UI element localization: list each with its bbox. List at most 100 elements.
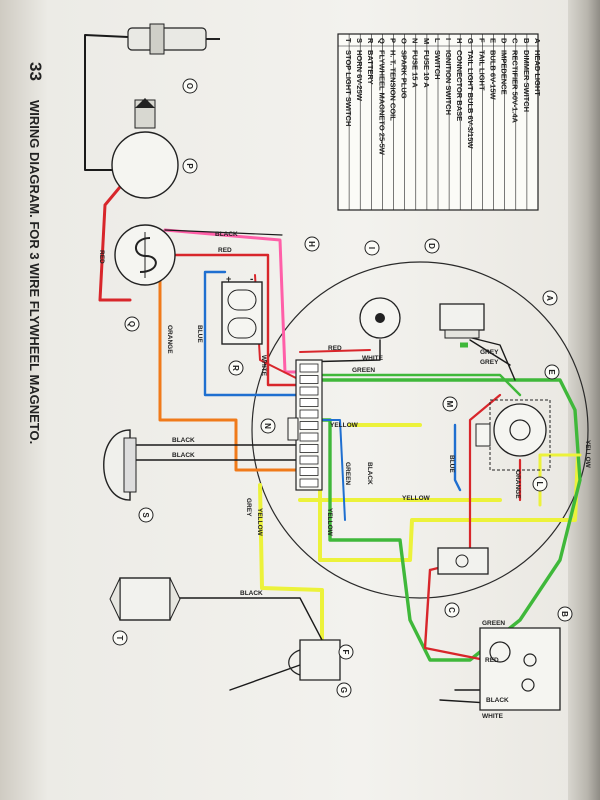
legend-text-l: SWITCH [433, 50, 442, 80]
connector-terminal [299, 386, 319, 396]
book-spine-shadow [568, 0, 600, 800]
headlight-bulb-icon [493, 403, 547, 457]
battery-icon [221, 281, 263, 345]
connector-terminal [299, 398, 319, 407]
wire-labels: BLACK RED ORANGE RED BLUE WHITE BLACK BL… [98, 231, 591, 720]
marker-i: I [367, 247, 376, 249]
wire-label-grey-2: GREY [480, 349, 499, 356]
legend-key-h: H [455, 38, 464, 43]
wire-label-yellow-1: YELLOW [256, 508, 263, 537]
connector-base-icon [295, 359, 323, 491]
legend-key-b: B [522, 38, 531, 44]
legend-text-r: BATTERY [366, 50, 375, 85]
wire-label-grey-3: GREY [480, 359, 499, 366]
legend-text-d: IMPEDENCE [500, 50, 509, 95]
flywheel-magneto-icon [114, 224, 176, 286]
wire-label-red-2: RED [98, 250, 105, 264]
marker-c: C [447, 607, 456, 613]
legend-text-q: FLYWHEEL MAGNETO 25-5W [377, 50, 386, 156]
connector-terminal [299, 432, 319, 442]
legend-key-m: M [422, 38, 431, 44]
marker-o: O [185, 83, 194, 89]
dimmer-switch-icon [479, 627, 561, 711]
tail-light-icon [288, 639, 341, 681]
connector-terminal [299, 409, 319, 419]
ht-coil-icon [111, 98, 179, 199]
marker-m: M [445, 401, 454, 408]
marker-l: L [535, 482, 544, 487]
marker-d: D [427, 243, 436, 249]
wire-label-red-4: RED [485, 657, 499, 664]
wire-label-blue-2: BLUE [448, 455, 455, 473]
fuse-icons [287, 417, 491, 447]
connector-terminal [299, 467, 319, 476]
rectifier-icon [437, 547, 489, 575]
legend-text-i: IGNITION SWITCH [444, 50, 453, 115]
marker-a: A [545, 295, 554, 301]
marker-t: T [115, 636, 124, 641]
legend-key-i: I [444, 38, 453, 40]
wire-label-white-1: WHITE [260, 355, 267, 377]
marker-h: H [307, 241, 316, 247]
connector-terminal [299, 363, 319, 373]
connector-terminal [299, 421, 319, 430]
legend-key-o: O [400, 38, 409, 44]
legend-key-d: D [500, 38, 509, 44]
legend-text-f: TAIL LIGHT [477, 50, 486, 91]
battery-plus-mark: + [226, 274, 231, 284]
wire-label-green-3: GREEN [482, 620, 505, 627]
battery-minus-mark: - [250, 274, 253, 285]
ignition-switch-icon [359, 297, 401, 339]
legend-text-e: BULB 6V-15W [488, 50, 497, 101]
connector-terminal [299, 444, 319, 453]
wire-label-black-5: BLACK [366, 462, 373, 485]
wire-label-black-3: BLACK [172, 452, 195, 459]
wire-label-grey-1: GREY [245, 498, 252, 517]
legend-key-r: R [366, 38, 375, 44]
wire-label-yellow-5: YELLOW [584, 440, 591, 469]
wire-label-white-2: WHITE [362, 355, 384, 362]
wire-label-red-1: RED [218, 247, 232, 254]
marker-s: S [141, 512, 150, 518]
diagram-caption: WIRING DIAGRAM. FOR 3 WIRE FLYWHEEL MAGN… [27, 100, 42, 444]
connector-terminal [299, 455, 319, 465]
legend-key-s: S [355, 38, 364, 43]
horn-icon [103, 429, 137, 501]
connector-terminal [299, 478, 319, 488]
legend-text-m: FUSE 10 A [422, 50, 431, 88]
marker-b: B [560, 611, 569, 617]
legend-key-f: F [477, 38, 486, 43]
wire-label-red-3: RED [328, 345, 342, 352]
wire-label-green-2: GREEN [344, 462, 351, 485]
wire-label-blue-1: BLUE [196, 325, 203, 343]
wire-label-black-2: BLACK [172, 437, 195, 444]
marker-g: G [339, 687, 348, 693]
legend-text-p: H. T. TENSION COIL [388, 50, 397, 121]
legend-key-e: E [488, 38, 497, 43]
legend-key-g: G [466, 38, 475, 44]
wire-label-green-1: GREEN [352, 367, 375, 374]
wire-label-orange-2: ORANGE [514, 470, 521, 499]
spark-plug-icon [127, 23, 220, 55]
legend-key-q: Q [377, 38, 386, 44]
legend-text-b: DIMMER SWITCH [522, 50, 531, 112]
marker-f: F [341, 650, 350, 655]
legend-text-g: TAIL LIGHT BULB 6V-3/15W [466, 50, 475, 149]
wire-label-yellow-2: YELLOW [330, 422, 359, 429]
legend-text-t: STOP LIGHT SWITCH [344, 50, 353, 126]
legend-key-a: A [533, 38, 542, 44]
headlamp-circle-outline [251, 261, 589, 599]
legend-text-n: FUSE 15 A [411, 50, 420, 88]
wire-label-yellow-4: YELLOW [326, 508, 333, 537]
marker-n: N [263, 423, 272, 429]
legend-text-a: HEAD LIGHT [533, 50, 542, 96]
caption: 33 WIRING DIAGRAM. FOR 3 WIRE FLYWHEEL M… [26, 62, 45, 444]
legend-key-t: T [344, 38, 353, 43]
legend-text-h: CONNECTOR BASE [455, 50, 464, 121]
marker-q: Q [127, 321, 136, 327]
legend-text-c: RECTIFIER 50V-1.4A [511, 50, 520, 124]
legend-text-o: SPARK PLUG [400, 50, 409, 99]
